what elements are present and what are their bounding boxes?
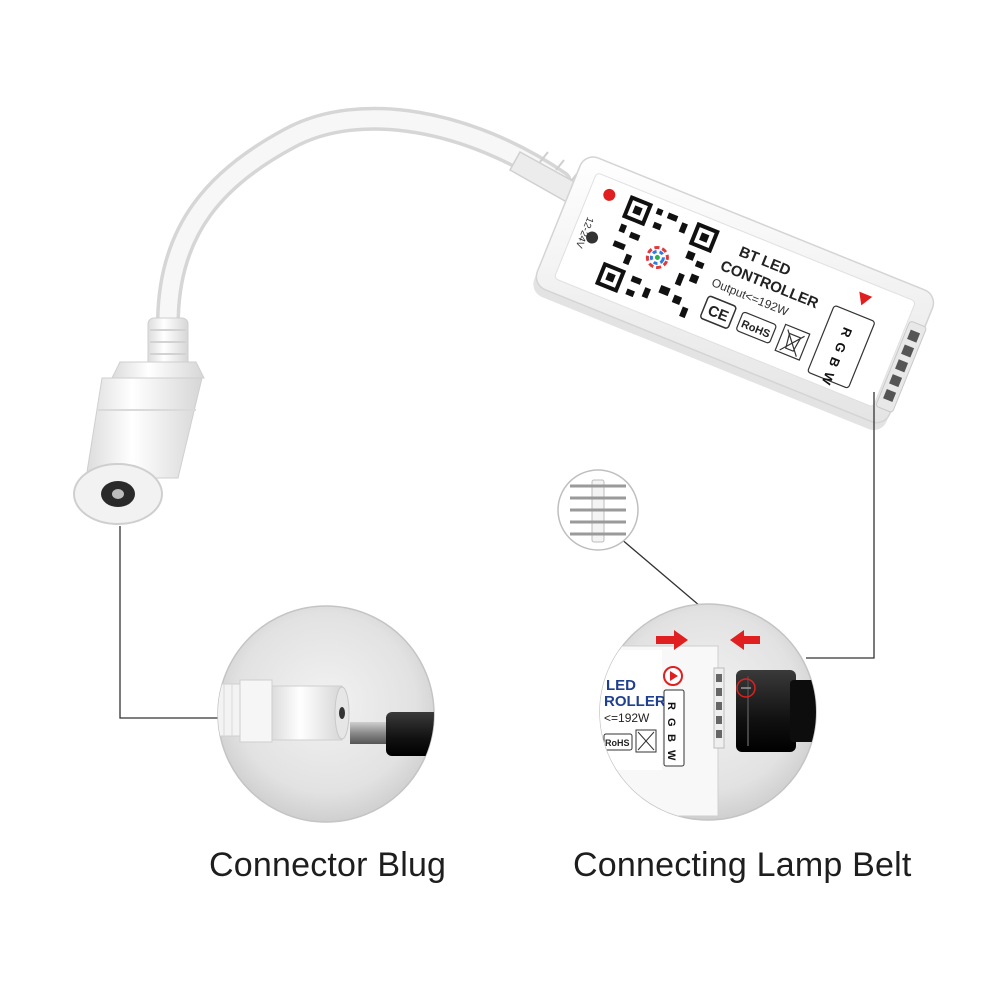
- dc-female-plug: [73, 317, 205, 525]
- svg-text:CE: CE: [705, 302, 731, 326]
- power-cable: [156, 106, 602, 330]
- red-arrow-icon: [859, 291, 873, 306]
- pin-socket: [876, 321, 927, 413]
- weee-bin-icon: [774, 323, 811, 361]
- lamp-belt-detail: LED ROLLER <=192W RoHS R G B W: [599, 603, 817, 821]
- detail-channel-b: B: [665, 734, 677, 742]
- detail-rohs-label: RoHS: [605, 738, 630, 748]
- led-controller: 12-24V BT LED CONTROLLER Output<=192W CE…: [533, 156, 935, 431]
- qr-code: [592, 192, 723, 323]
- detail-channel-w: W: [665, 750, 677, 761]
- caption-connecting-lamp-belt: Connecting Lamp Belt: [573, 846, 912, 884]
- detail-channel-r: R: [665, 702, 677, 710]
- caption-connector-plug: Connector Blug: [209, 846, 447, 884]
- detail-bin-icon: [635, 729, 657, 753]
- detail-channel-g: G: [665, 718, 677, 727]
- channel-labels: R G B W: [807, 305, 875, 389]
- detail-led-label: LED: [606, 677, 636, 694]
- leader-lines: [119, 392, 875, 719]
- connector-plug-detail: [217, 605, 435, 823]
- detail-output-label: <=192W: [604, 711, 650, 725]
- ce-mark: CE: [700, 295, 737, 329]
- pin-header-adapter: [557, 469, 639, 551]
- arrow-left-icon: [730, 630, 760, 650]
- detail-roller-label: ROLLER: [604, 693, 666, 710]
- rohs-mark: RoHS: [736, 311, 777, 344]
- arrow-right-icon: [656, 630, 688, 650]
